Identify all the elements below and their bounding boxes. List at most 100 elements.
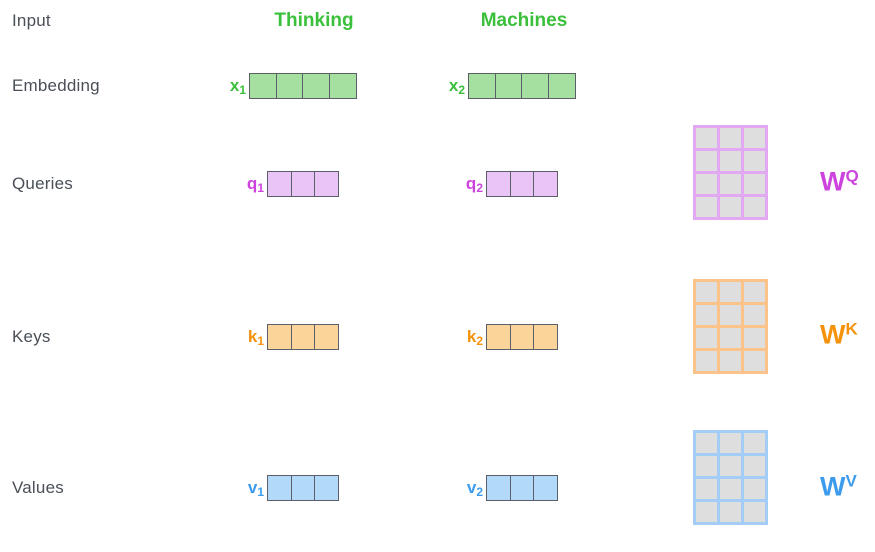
matrix-cell [744, 174, 765, 194]
symbol-base: q [465, 174, 477, 193]
matrix-cell [696, 456, 717, 476]
matrix-label-base: W [820, 319, 846, 350]
matrix-cell [720, 305, 741, 325]
row-label-queries: Queries [12, 174, 73, 193]
value-v1 [267, 475, 339, 501]
matrix-cell [696, 502, 717, 522]
vector-cell [267, 171, 292, 197]
matrix-cell [720, 433, 741, 453]
matrix-cell [720, 456, 741, 476]
vector-cell [486, 475, 511, 501]
symbol-subscript: 1 [257, 485, 264, 499]
vector-cell [533, 324, 558, 350]
symbol-base: v [247, 478, 258, 497]
matrix-cell [744, 151, 765, 171]
matrix-cell [744, 197, 765, 217]
symbol-base: k [247, 327, 258, 346]
matrix-cell [720, 502, 741, 522]
embedding-x1 [249, 73, 357, 99]
symbol-subscript: 2 [476, 485, 483, 499]
vector-symbol-key-k1: k1 [247, 327, 267, 348]
matrix-cell [696, 282, 717, 302]
vector-cell [494, 73, 523, 99]
weight-matrix-value-label: WV [820, 471, 857, 502]
column-word-machines: Machines [480, 10, 568, 31]
key-k2 [486, 324, 558, 350]
matrix-cell [696, 328, 717, 348]
key-k1 [267, 324, 339, 350]
vector-cell [328, 73, 357, 99]
vector-cell [521, 73, 549, 99]
vector-cell [533, 475, 558, 501]
row-label-keys: Keys [12, 327, 51, 346]
matrix-cell [720, 328, 741, 348]
symbol-base: x [448, 76, 459, 95]
embedding-x2 [468, 73, 576, 99]
vector-cell [290, 324, 316, 350]
matrix-label-superscript: V [845, 471, 857, 491]
matrix-cell [720, 197, 741, 217]
vector-cell [486, 171, 511, 197]
vector-cell [290, 475, 316, 501]
vector-cell [486, 324, 511, 350]
vector-cell [267, 475, 292, 501]
symbol-base: k [466, 327, 477, 346]
matrix-cell [744, 282, 765, 302]
row-label-input: Input [12, 11, 51, 30]
matrix-cell [696, 151, 717, 171]
matrix-cell [744, 128, 765, 148]
symbol-base: v [466, 478, 477, 497]
matrix-cell [744, 305, 765, 325]
query-q2 [486, 171, 558, 197]
vector-cell [533, 171, 558, 197]
matrix-cell [720, 479, 741, 499]
matrix-cell [744, 433, 765, 453]
vector-cell [547, 73, 576, 99]
vector-symbol-value-v2: v2 [466, 478, 486, 499]
vector-cell [267, 324, 292, 350]
matrix-cell [696, 305, 717, 325]
matrix-label-base: W [820, 166, 846, 197]
vector-cell [249, 73, 277, 99]
vector-cell [314, 475, 339, 501]
vector-cell [509, 171, 535, 197]
matrix-cell [720, 174, 741, 194]
symbol-subscript: 1 [257, 181, 264, 195]
vector-cell [302, 73, 330, 99]
matrix-cell [696, 433, 717, 453]
vector-symbol-embedding-x2: x2 [448, 76, 468, 97]
vector-cell [314, 324, 339, 350]
matrix-cell [696, 351, 717, 371]
symbol-subscript: 1 [239, 83, 246, 97]
symbol-subscript: 2 [476, 334, 483, 348]
weight-matrix-key-label: WK [820, 319, 858, 350]
vector-symbol-query-q2: q2 [465, 174, 486, 195]
matrix-cell [720, 351, 741, 371]
symbol-base: q [246, 174, 258, 193]
row-label-embedding: Embedding [12, 76, 100, 95]
weight-matrix-key [693, 279, 768, 374]
vector-symbol-embedding-x1: x1 [230, 76, 249, 97]
vector-cell [509, 324, 535, 350]
matrix-cell [744, 456, 765, 476]
column-word-thinking: Thinking [274, 10, 354, 31]
symbol-subscript: 2 [458, 83, 465, 97]
query-q1 [267, 171, 339, 197]
matrix-label-superscript: Q [845, 166, 859, 186]
matrix-cell [744, 351, 765, 371]
value-v2 [486, 475, 558, 501]
vector-cell [509, 475, 535, 501]
vector-cell [468, 73, 496, 99]
vector-symbol-query-q1: q1 [246, 174, 267, 195]
matrix-label-base: W [820, 471, 846, 502]
symbol-subscript: 1 [257, 334, 264, 348]
vector-symbol-key-k2: k2 [466, 327, 486, 348]
vector-symbol-value-v1: v1 [247, 478, 267, 499]
row-label-values: Values [12, 478, 64, 497]
weight-matrix-query-label: WQ [820, 166, 859, 197]
matrix-cell [744, 479, 765, 499]
weight-matrix-query [693, 125, 768, 220]
vector-cell [275, 73, 304, 99]
matrix-cell [696, 197, 717, 217]
